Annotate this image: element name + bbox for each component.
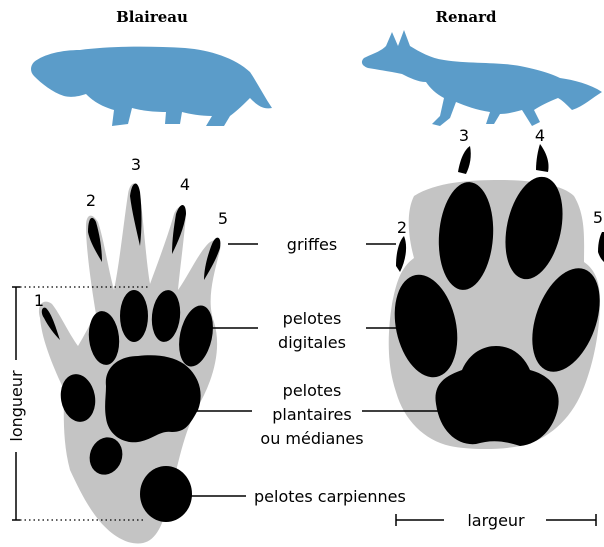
fox-digit-2: 2 bbox=[397, 218, 407, 237]
fox-claw-4 bbox=[536, 144, 549, 172]
label-pelotes-carpiennes: pelotes carpiennes bbox=[254, 487, 406, 506]
title-fox: Renard bbox=[435, 8, 497, 26]
badger-digit-5: 5 bbox=[218, 209, 228, 228]
fox-claw-5 bbox=[598, 232, 604, 262]
fox-paw bbox=[386, 144, 604, 449]
badger-carpal-pad bbox=[140, 466, 192, 522]
label-pelotes-plantaires-1: pelotes bbox=[283, 381, 342, 400]
title-badger: Blaireau bbox=[116, 8, 188, 26]
fox-digit-3: 3 bbox=[459, 126, 469, 145]
fox-claw-3 bbox=[458, 146, 471, 174]
width-measure: largeur bbox=[396, 511, 596, 530]
fox-silhouette bbox=[362, 30, 602, 126]
badger-digit-3: 3 bbox=[131, 155, 141, 174]
label-pelotes-digitales-2: digitales bbox=[278, 333, 346, 352]
label-pelotes-plantaires-2: plantaires bbox=[272, 405, 351, 424]
fox-digit-4: 4 bbox=[535, 126, 545, 145]
badger-silhouette bbox=[31, 47, 272, 126]
label-largeur: largeur bbox=[467, 511, 525, 530]
fox-digit-5: 5 bbox=[593, 208, 603, 227]
badger-digit-2: 2 bbox=[86, 191, 96, 210]
label-longueur: longueur bbox=[7, 370, 26, 442]
label-pelotes-digitales-1: pelotes bbox=[283, 309, 342, 328]
label-pelotes-plantaires-3: ou médianes bbox=[260, 429, 363, 448]
badger-digit-1: 1 bbox=[34, 291, 44, 310]
badger-paw bbox=[39, 183, 220, 543]
badger-digit-4: 4 bbox=[180, 175, 190, 194]
label-griffes: griffes bbox=[287, 235, 337, 254]
fox-claw-2 bbox=[396, 236, 406, 272]
badger-digital-pad-3 bbox=[120, 290, 148, 342]
